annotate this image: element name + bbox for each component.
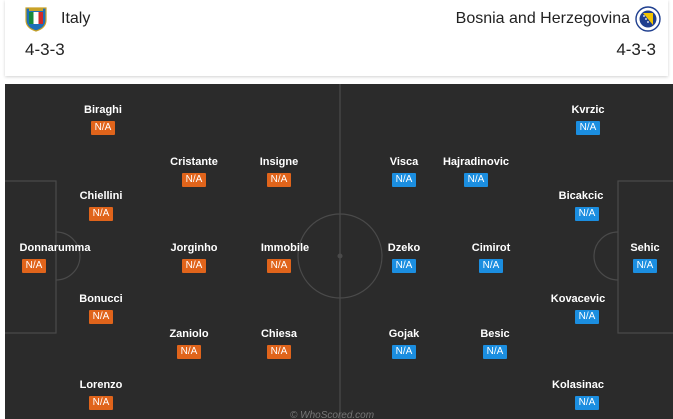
player-rating: N/A — [574, 396, 600, 410]
player-donnarumma[interactable]: Donnarumma N/A — [5, 241, 110, 273]
player-jorginho[interactable]: Jorginho N/A — [139, 241, 249, 273]
player-rating: N/A — [88, 310, 114, 324]
player-rating: N/A — [21, 259, 47, 273]
player-name: Sehic — [630, 242, 660, 254]
player-cristante[interactable]: Cristante N/A — [139, 155, 249, 187]
player-rating: N/A — [574, 207, 600, 221]
player-hajradinovic[interactable]: Hajradinovic N/A — [421, 155, 531, 187]
player-name: Cristante — [170, 156, 218, 168]
player-insigne[interactable]: Insigne N/A — [224, 155, 334, 187]
player-name: Kolasinac — [552, 379, 604, 391]
player-kovacevic[interactable]: Kovacevic N/A — [523, 292, 633, 324]
player-rating: N/A — [632, 259, 658, 273]
player-name: Visca — [389, 156, 419, 168]
player-name: Bicakcic — [558, 190, 604, 202]
pitch: Biraghi N/A Chiellini N/A Donnarumma N/A… — [5, 84, 673, 419]
player-chiellini[interactable]: Chiellini N/A — [46, 189, 156, 221]
player-name: Biraghi — [84, 104, 122, 116]
player-zaniolo[interactable]: Zaniolo N/A — [134, 327, 244, 359]
player-rating: N/A — [575, 121, 601, 135]
player-bonucci[interactable]: Bonucci N/A — [46, 292, 156, 324]
player-kvrzic[interactable]: Kvrzic N/A — [533, 103, 643, 135]
player-name: Kovacevic — [550, 293, 606, 305]
player-rating: N/A — [391, 345, 417, 359]
player-besic[interactable]: Besic N/A — [440, 327, 550, 359]
player-name: Chiellini — [79, 190, 123, 202]
player-rating: N/A — [88, 396, 114, 410]
match-header: Italy 4-3-3 Bosnia and Herzegovina 4-3-3 — [5, 0, 668, 76]
player-name: Insigne — [259, 156, 299, 168]
player-rating: N/A — [266, 259, 292, 273]
player-rating: N/A — [266, 345, 292, 359]
player-name: Gojak — [388, 328, 420, 340]
away-formation: 4-3-3 — [616, 40, 656, 59]
player-rating: N/A — [391, 173, 417, 187]
player-chiesa[interactable]: Chiesa N/A — [224, 327, 334, 359]
away-team-name[interactable]: Bosnia and Herzegovina — [455, 10, 630, 27]
player-biraghi[interactable]: Biraghi N/A — [48, 103, 158, 135]
player-name: Lorenzo — [79, 379, 123, 391]
player-rating: N/A — [90, 121, 116, 135]
player-rating: N/A — [181, 259, 207, 273]
player-name: Immobile — [260, 242, 310, 254]
player-bicakcic[interactable]: Bicakcic N/A — [526, 189, 636, 221]
player-rating: N/A — [478, 259, 504, 273]
bosnia-crest-icon — [635, 6, 661, 32]
player-rating: N/A — [88, 207, 114, 221]
player-name: Dzeko — [387, 242, 421, 254]
player-cimirot[interactable]: Cimirot N/A — [436, 241, 546, 273]
player-name: Cimirot — [471, 242, 511, 254]
player-gojak[interactable]: Gojak N/A — [349, 327, 459, 359]
home-team-name[interactable]: Italy — [61, 10, 91, 27]
player-name: Chiesa — [260, 328, 298, 340]
player-dzeko[interactable]: Dzeko N/A — [349, 241, 459, 273]
player-rating: N/A — [176, 345, 202, 359]
player-rating: N/A — [482, 345, 508, 359]
player-name: Zaniolo — [169, 328, 209, 340]
italy-crest-icon — [25, 7, 47, 32]
player-name: Besic — [480, 328, 510, 340]
player-visca[interactable]: Visca N/A — [349, 155, 459, 187]
player-name: Jorginho — [170, 242, 218, 254]
player-rating: N/A — [463, 173, 489, 187]
player-sehic[interactable]: Sehic N/A — [590, 241, 673, 273]
player-rating: N/A — [181, 173, 207, 187]
home-formation: 4-3-3 — [25, 40, 65, 59]
player-lorenzo[interactable]: Lorenzo N/A — [46, 378, 156, 410]
player-kolasinac[interactable]: Kolasinac N/A — [523, 378, 633, 410]
player-name: Bonucci — [79, 293, 123, 305]
player-rating: N/A — [391, 259, 417, 273]
player-immobile[interactable]: Immobile N/A — [230, 241, 340, 273]
player-name: Donnarumma — [19, 242, 91, 254]
player-name: Hajradinovic — [442, 156, 510, 168]
player-rating: N/A — [574, 310, 600, 324]
player-rating: N/A — [266, 173, 292, 187]
player-name: Kvrzic — [571, 104, 605, 116]
pitch-markings — [5, 84, 673, 419]
watermark: © WhoScored.com — [290, 410, 375, 419]
